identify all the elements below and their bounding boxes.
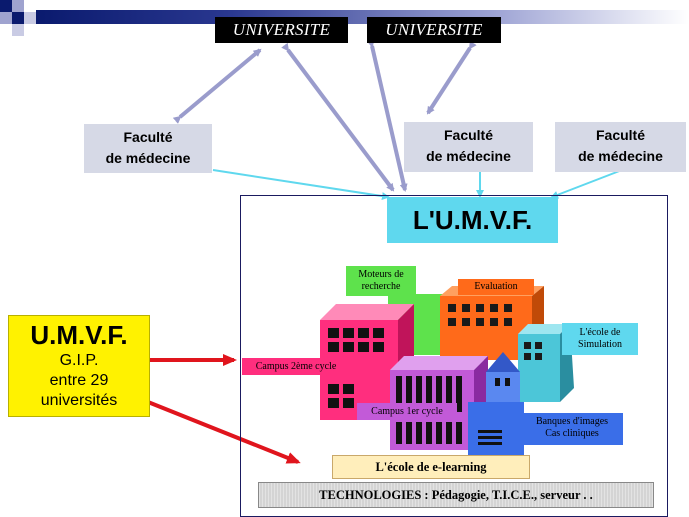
gip-red-arrows — [147, 354, 301, 464]
faculty-line1: Faculté — [595, 127, 645, 143]
elearning-box: L'école de e-learning — [332, 455, 530, 479]
label-campus1: Campus 1er cycle — [357, 403, 457, 420]
faculty-line2: de médecine — [105, 150, 191, 166]
faculty-box-1: Faculté de médecine — [84, 124, 212, 173]
label-simulation-line1: L'école de — [579, 327, 621, 338]
university-box-1: UNIVERSITE — [215, 17, 348, 43]
gip-line3: universités — [40, 392, 118, 409]
faculty-line1: Faculté — [443, 127, 493, 143]
building-banques — [468, 352, 524, 455]
university-faculty-arrows — [172, 39, 477, 192]
gip-line1: G.I.P. — [59, 352, 99, 369]
faculty-line2: de médecine — [426, 148, 511, 164]
faculty-line1: Faculté — [123, 129, 173, 145]
label-banques: Banques d'images Cas cliniques — [521, 413, 623, 445]
label-moteurs-line1: Moteurs de — [358, 269, 404, 280]
faculty-line2: de médecine — [578, 148, 663, 164]
gip-line2: entre 29 — [49, 372, 109, 389]
label-simulation-line2: Simulation — [578, 339, 622, 350]
faculty-box-3: Faculté de médecine — [555, 122, 686, 172]
technologies-bar: TECHNOLOGIES : Pédagogie, T.I.C.E., serv… — [258, 482, 654, 508]
label-banques-line1: Banques d'images — [535, 416, 609, 427]
faculty-box-2: Faculté de médecine — [404, 122, 533, 172]
umvf-gip-box: U.M.V.F. G.I.P. entre 29 universités — [8, 315, 150, 417]
label-simulation: L'école de Simulation — [562, 323, 638, 355]
umvf-title: L'U.M.V.F. — [387, 197, 558, 243]
label-moteurs: Moteurs de recherche — [346, 266, 416, 296]
faculty-umvf-links — [212, 169, 623, 201]
header-decoration — [0, 0, 689, 40]
label-campus2: Campus 2ème cycle — [242, 358, 350, 375]
label-banques-line2: Cas cliniques — [545, 428, 599, 439]
label-moteurs-line2: recherche — [361, 281, 401, 292]
gip-title: U.M.V.F. — [30, 320, 128, 350]
building-campus2 — [320, 304, 414, 420]
university-box-2: UNIVERSITE — [367, 17, 501, 43]
label-evaluation: Evaluation — [458, 279, 534, 295]
